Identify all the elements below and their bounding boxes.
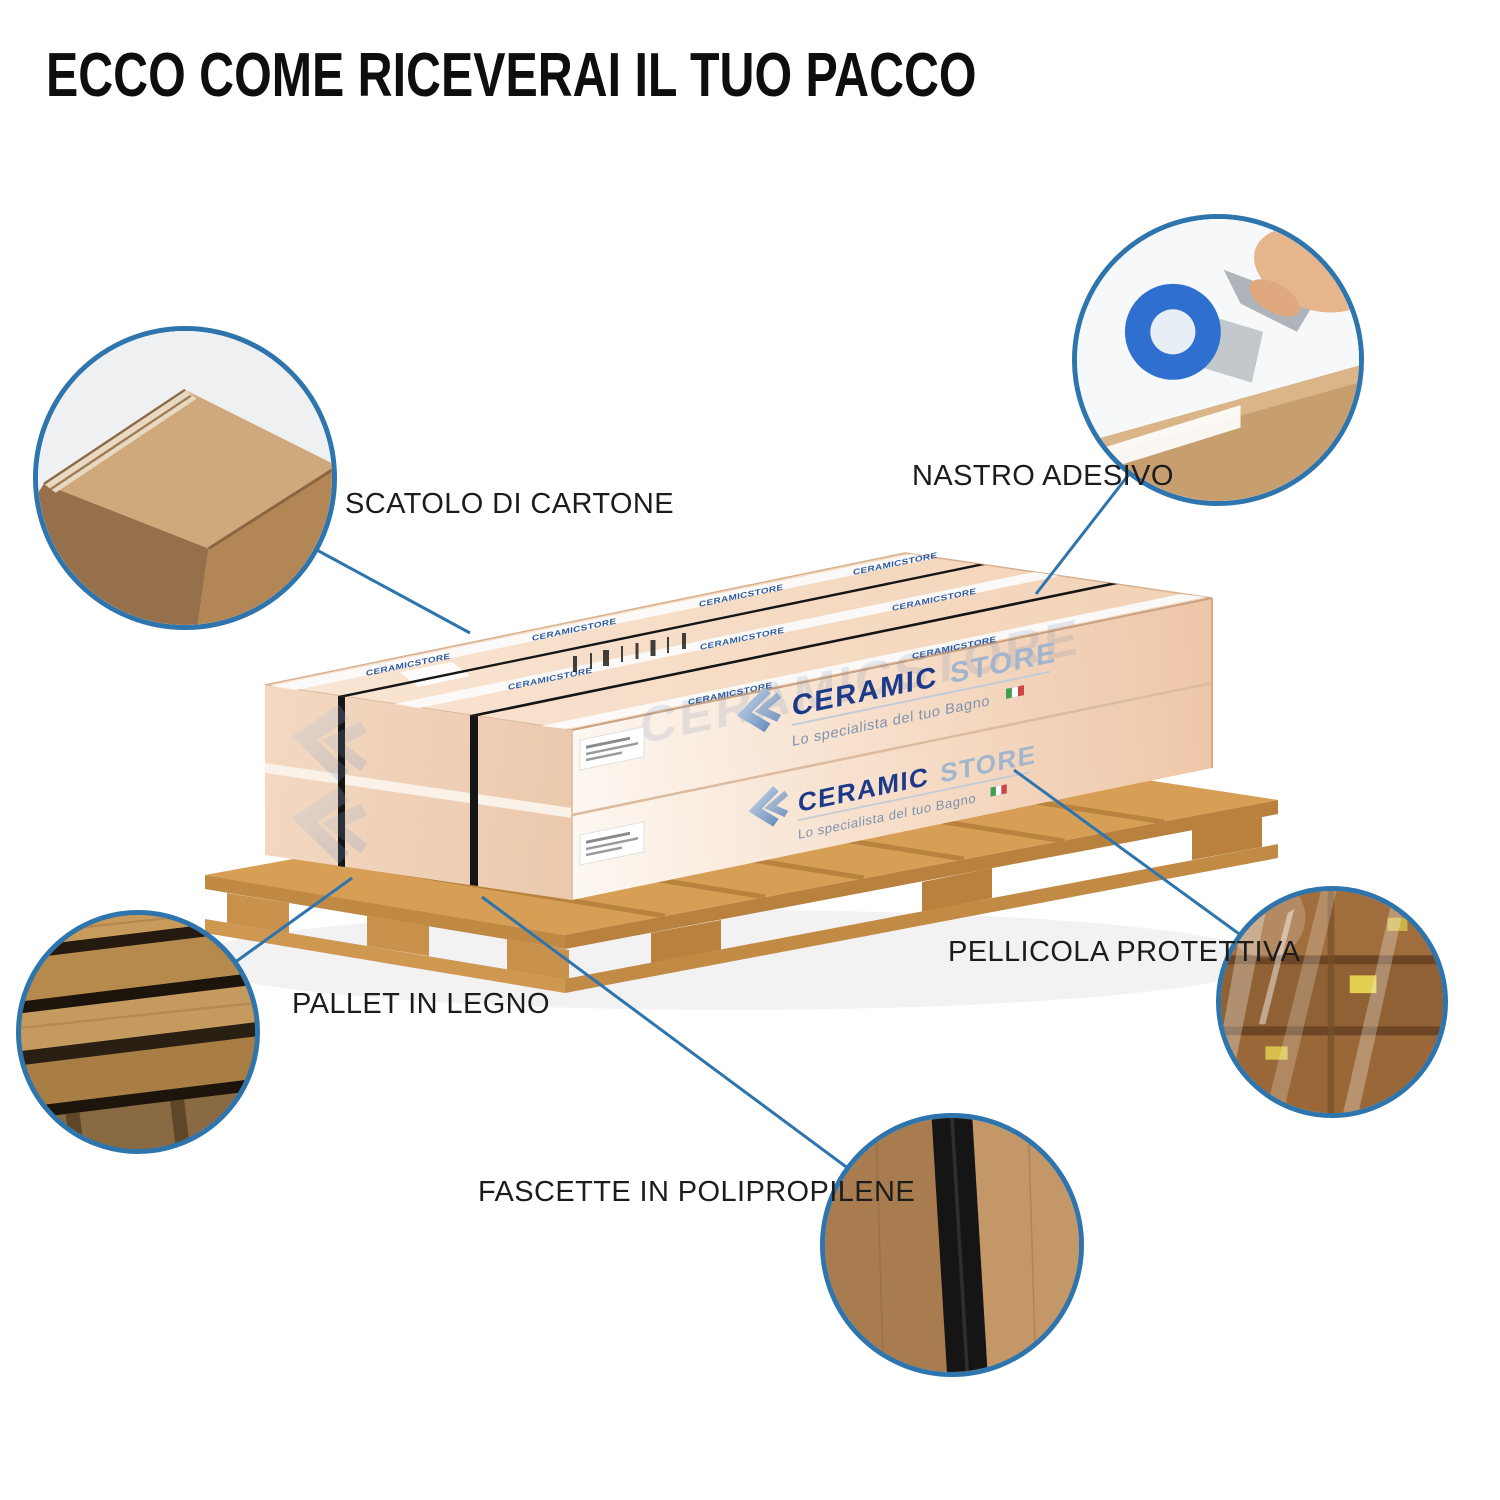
strapped-box-corner (825, 1118, 1079, 1372)
italian-flag-icon (990, 784, 1007, 797)
cardboard-box-photo (38, 331, 332, 625)
label-pellicola-protettiva: PELLICOLA PROTETTIVA (948, 936, 1301, 968)
front-shipping-label-upper (579, 726, 645, 771)
italian-flag-icon (1006, 685, 1024, 699)
callout-photo-cardboard-box (33, 326, 337, 630)
protective-film-photo (1221, 891, 1443, 1113)
cardboard-corner (38, 388, 332, 625)
connector-line-nastro (1034, 472, 1132, 595)
top-barcode (573, 633, 686, 672)
taped-box (1077, 365, 1359, 501)
label-nastro-adesivo: NASTRO ADESIVO (912, 460, 1174, 492)
strap-photo (825, 1118, 1079, 1372)
connector-line-pellicola (1013, 768, 1243, 938)
callout-photo-protective-film (1216, 886, 1448, 1118)
connector-line-scatolo (314, 547, 471, 635)
connector-line-fascette (481, 895, 850, 1171)
tape-dispenser-photo (1077, 219, 1359, 501)
pallet-planks (21, 915, 255, 1149)
front-shipping-label-lower (579, 821, 645, 866)
callout-photo-strap (820, 1113, 1084, 1377)
label-pallet-in-legno: PALLET IN LEGNO (292, 988, 550, 1020)
page-title: ECCO COME RICEVERAI IL TUO PACCO (46, 41, 977, 110)
callout-photo-wooden-pallet (16, 910, 260, 1154)
connector-line-pallet (233, 876, 353, 965)
connector-lines (233, 472, 1243, 1171)
label-scatolo-di-cartone: SCATOLO DI CARTONE (345, 488, 674, 520)
wooden-pallet-photo (21, 915, 255, 1149)
label-fascette-in-polipropilene: FASCETTE IN POLIPROPILENE (478, 1176, 916, 1208)
